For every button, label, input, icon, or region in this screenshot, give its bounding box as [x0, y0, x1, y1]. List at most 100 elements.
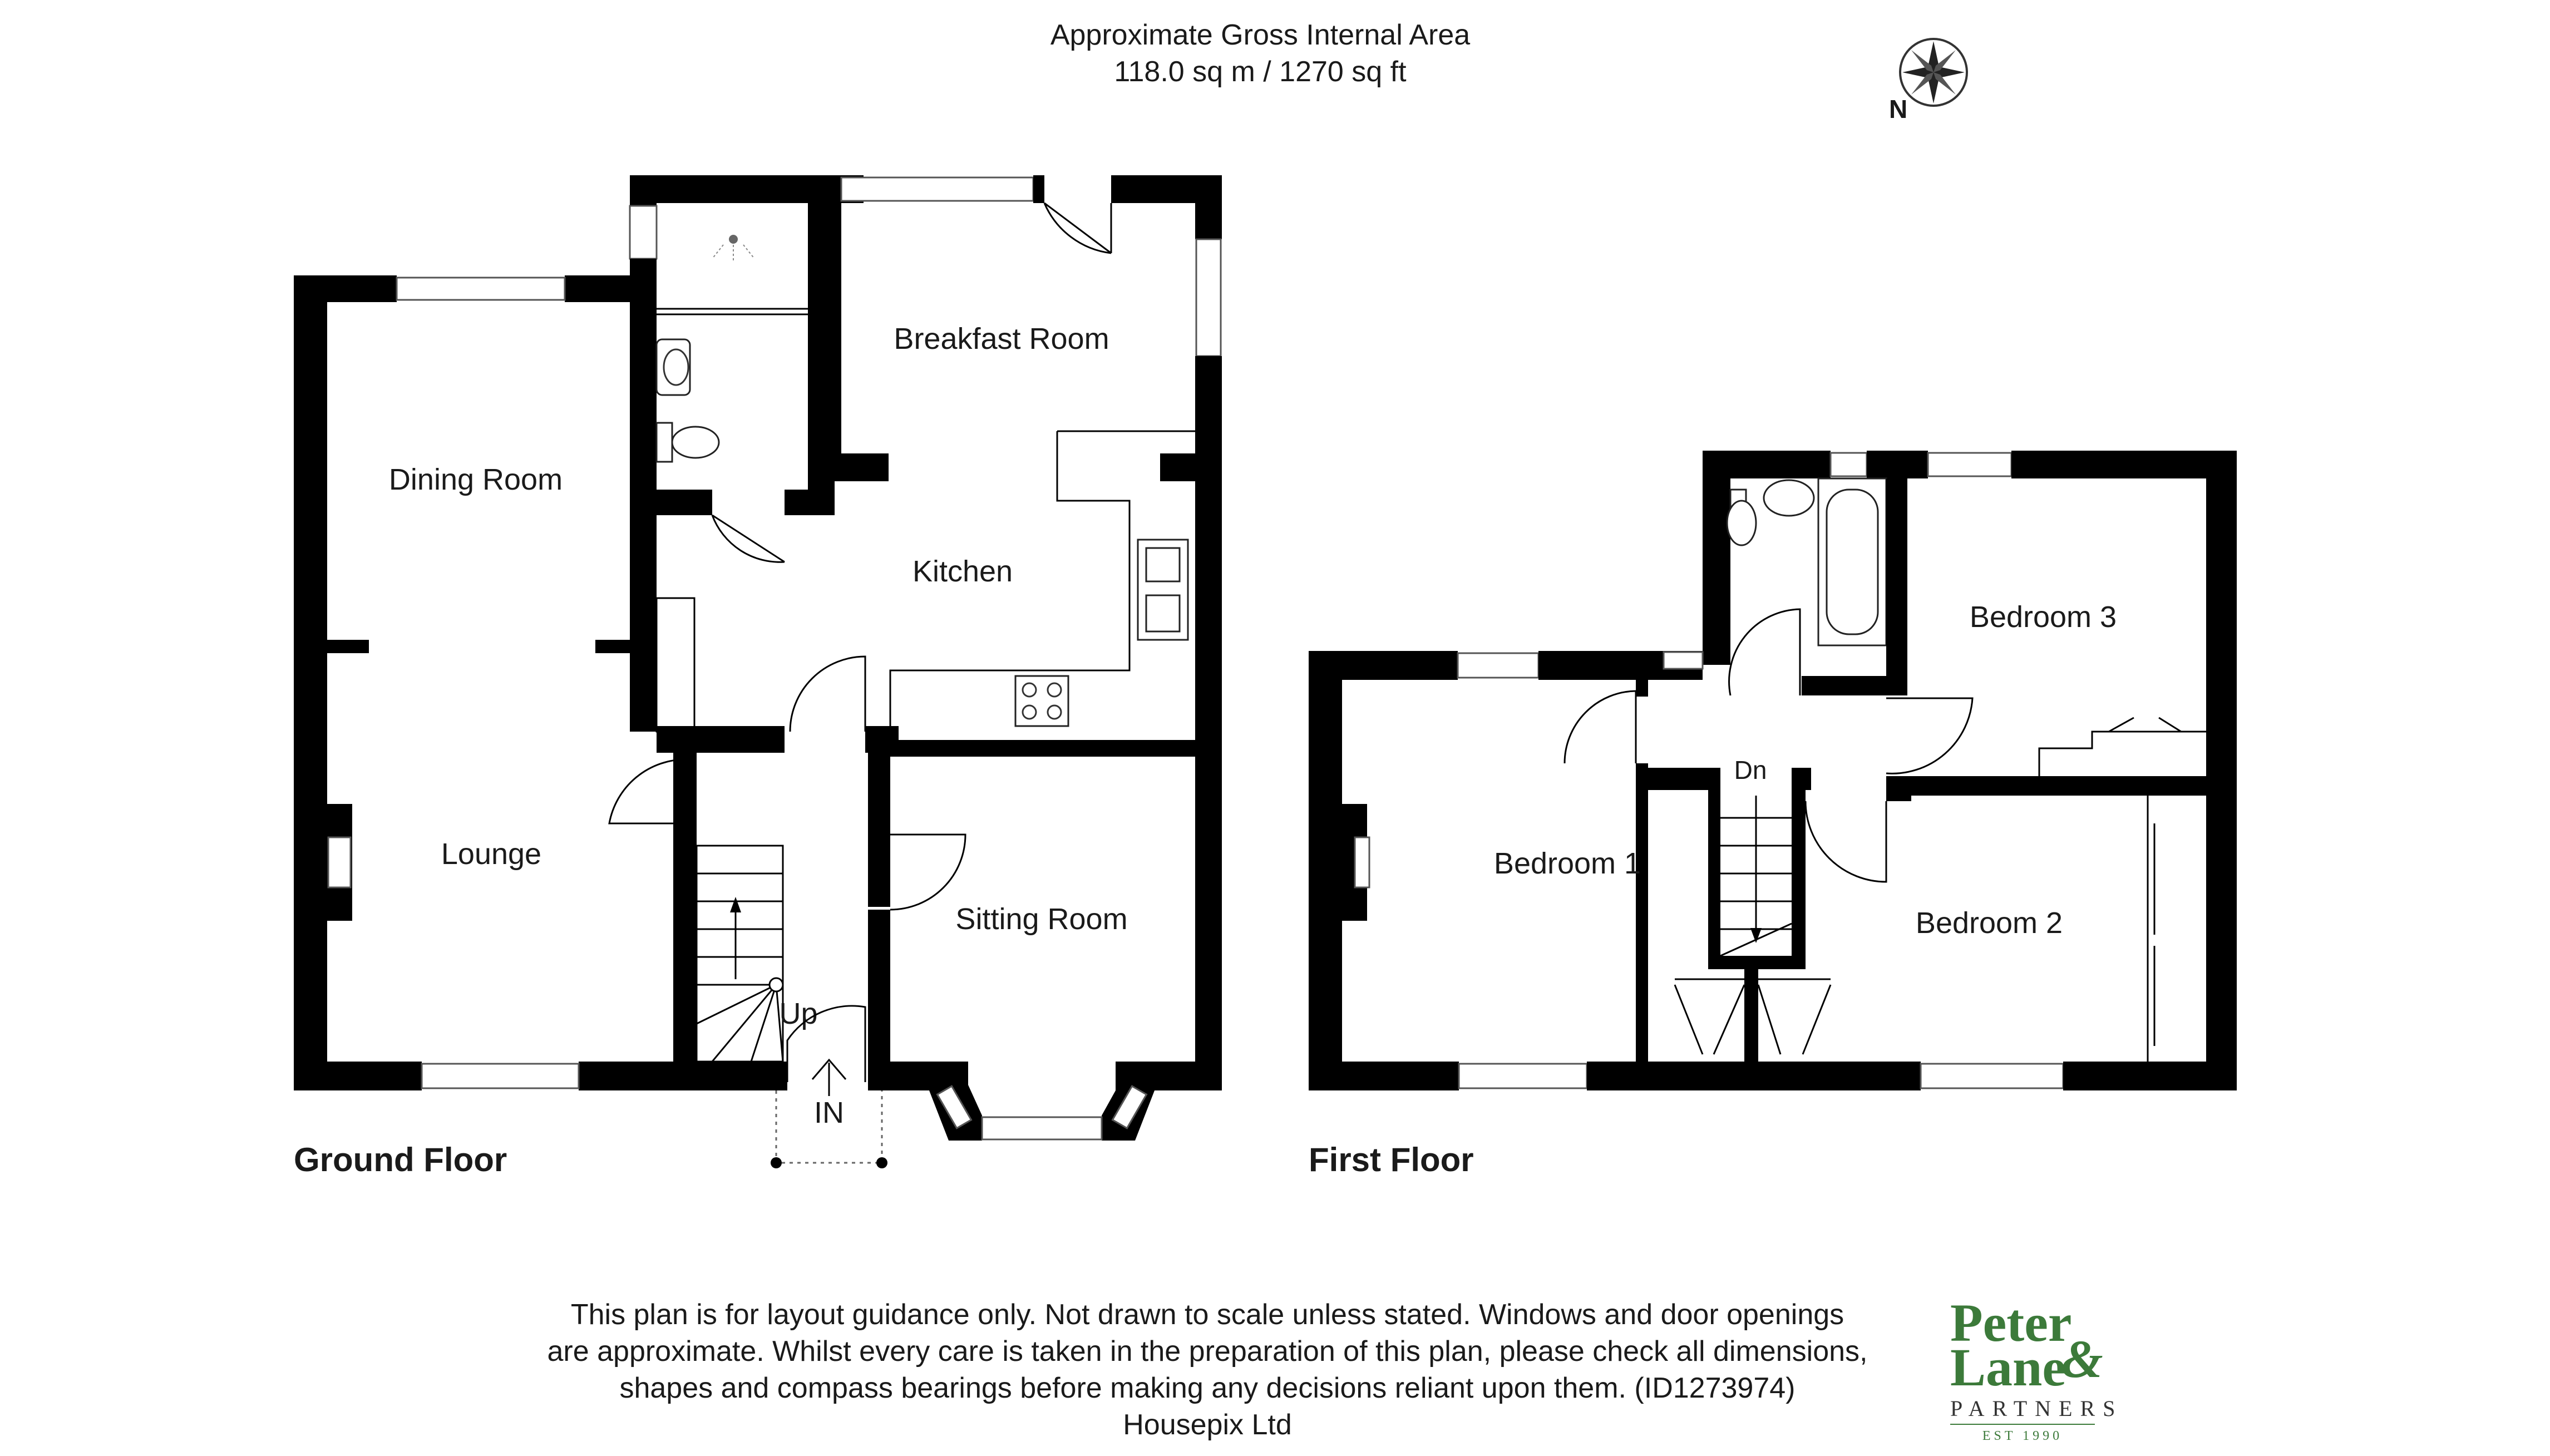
wall [657, 726, 785, 753]
patio-door [396, 277, 566, 301]
window [1457, 652, 1540, 679]
window [1663, 651, 1704, 670]
wall-nib [808, 453, 889, 481]
first-floor-title: First Floor [1309, 1141, 1474, 1178]
wall [657, 490, 712, 515]
window [327, 836, 352, 889]
wall [1636, 768, 1708, 790]
wall [1195, 175, 1222, 239]
door-swing [1728, 608, 1801, 696]
wall-nib [595, 640, 630, 653]
door-swing [1886, 697, 1974, 774]
wall [294, 1062, 422, 1090]
wall [1867, 451, 1928, 478]
sink-icon [1137, 539, 1189, 641]
room-breakfast-room: Breakfast Room [894, 322, 1109, 356]
toilet-icon [1726, 488, 1757, 546]
area-value: 118.0 sq m / 1270 sq ft [1114, 56, 1407, 88]
arrow-down-icon [1750, 928, 1762, 943]
wall [1802, 676, 1886, 695]
disclaimer-line-1: This plan is for layout guidance only. N… [571, 1299, 1844, 1331]
first-stairs-label: Dn [1734, 756, 1767, 784]
cupboard-door [1757, 984, 1832, 1055]
wall [1703, 451, 1730, 665]
window [1927, 452, 2013, 477]
wardrobe [2038, 731, 2206, 776]
door-swing [789, 655, 866, 732]
first-floor-plan: Dn Bedroom 1 Bedroom 2 [1309, 451, 2237, 1178]
logo-line-3: PARTNERS [1950, 1396, 2123, 1421]
wall [1886, 478, 1907, 695]
wall [1636, 763, 1648, 1062]
wall [1708, 768, 1720, 965]
door-swing [711, 514, 785, 563]
compass-north-label: N [1889, 95, 1907, 124]
window [629, 205, 658, 260]
wall [868, 740, 1222, 757]
window [840, 176, 1034, 202]
bay-window [981, 1116, 1103, 1141]
wall-nib [327, 640, 369, 653]
bath-icon [1817, 477, 1887, 646]
disclaimer-line-4: Housepix Ltd [1123, 1409, 1292, 1441]
entrance-label: IN [814, 1096, 844, 1129]
room-lounge: Lounge [441, 837, 541, 871]
peter-lane-partners-logo: Peter Lane & PARTNERS EST 1990 [1950, 1293, 2123, 1443]
window [1354, 836, 1370, 889]
room-sitting-room: Sitting Room [955, 902, 1127, 936]
room-kitchen: Kitchen [913, 555, 1013, 588]
wall [2206, 451, 2237, 1090]
wall [294, 275, 327, 1090]
wall [630, 259, 657, 732]
door-swing [608, 758, 688, 825]
wall [1587, 1062, 1921, 1090]
ground-floor-plan: Up IN Dining Room Lounge Breakfast Room … [294, 175, 1222, 1178]
window [421, 1063, 580, 1089]
basin-icon [1763, 479, 1815, 517]
room-dining-room: Dining Room [389, 463, 563, 496]
wall-nib [1160, 453, 1195, 481]
arrow-up-icon [811, 1058, 847, 1080]
compass-rose-icon [1899, 38, 1968, 107]
wall [1886, 776, 2237, 796]
door-swing [1043, 202, 1112, 254]
door-swing [1563, 690, 1637, 764]
area-title: Approximate Gross Internal Area [1050, 19, 1470, 51]
wardrobe-door [2108, 717, 2182, 733]
wall [673, 753, 697, 1087]
window [1458, 1063, 1588, 1089]
wall [1033, 175, 1044, 203]
logo-line-1: Peter [1950, 1293, 2071, 1353]
door-swing [890, 833, 966, 911]
wall [868, 910, 890, 1090]
wall [785, 490, 835, 515]
wall [808, 175, 841, 453]
wall [1309, 651, 1458, 680]
toilet-icon [655, 422, 720, 463]
arrow-up-icon [730, 897, 741, 912]
room-bedroom-2: Bedroom 2 [1916, 906, 2063, 940]
wall [2011, 451, 2237, 478]
wall [1792, 768, 1806, 965]
room-bedroom-1: Bedroom 1 [1494, 847, 1641, 880]
logo-ampersand: & [2061, 1329, 2103, 1389]
basin-icon [655, 338, 691, 396]
wall [1309, 1062, 1459, 1090]
shower-head-icon [712, 235, 755, 261]
window [1195, 238, 1222, 357]
window [1920, 1063, 2064, 1089]
disclaimer-line-2: are approximate. Whilst every care is ta… [548, 1335, 1868, 1368]
kitchen-counter [889, 430, 1195, 732]
bay-window [936, 1085, 973, 1129]
cupboard-door [1674, 984, 1745, 1055]
stair-treads [696, 872, 784, 1062]
ground-stairs-label: Up [779, 997, 817, 1030]
wall [1309, 651, 1342, 1090]
staircase [696, 845, 784, 1063]
window [1829, 452, 1868, 477]
ground-floor-title: Ground Floor [294, 1141, 507, 1178]
wall [1744, 969, 1758, 1062]
room-bedroom-3: Bedroom 3 [1970, 600, 2117, 634]
logo-line-4: EST 1990 [1982, 1429, 2063, 1443]
